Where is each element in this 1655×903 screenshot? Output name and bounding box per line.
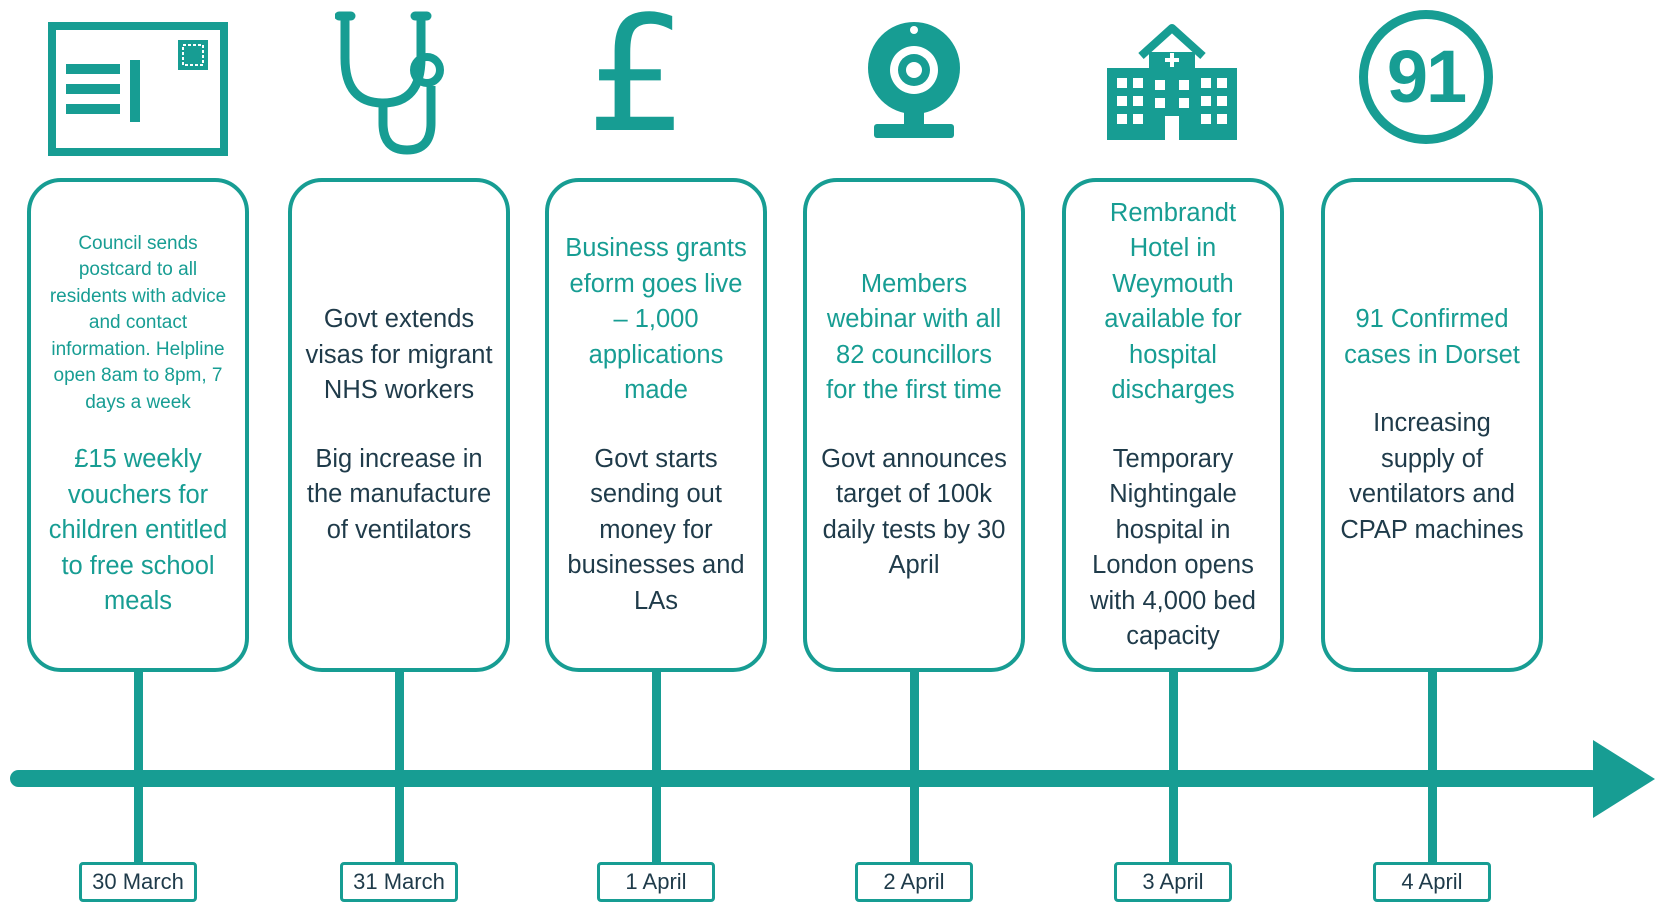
event-card-1-april: Business grants eform goes live – 1,000 … — [545, 178, 767, 672]
event-secondary-text: £15 weekly vouchers for children entitle… — [48, 445, 228, 615]
event-secondary-text: Govt starts sending out money for busine… — [567, 444, 745, 615]
event-card-31-march: Govt extends visas for migrant NHS worke… — [288, 178, 510, 672]
event-secondary-text: Big increase in the manufacture of venti… — [306, 444, 492, 544]
event-primary-text: Council sends postcard to all residents … — [49, 232, 227, 413]
event-primary-text: Business grants eform goes live – 1,000 … — [565, 234, 747, 404]
event-card-3-april: Rembrandt Hotel in Weymouth available fo… — [1062, 178, 1284, 672]
event-primary-text: Members webinar with all 82 councillors … — [826, 269, 1002, 405]
number-91-badge-icon: 91 — [1359, 10, 1493, 144]
postcard-icon — [48, 22, 228, 156]
event-secondary-text: Increasing supply of ventilators and CPA… — [1340, 409, 1524, 544]
event-primary-text: 91 Confirmed cases in Dorset — [1344, 305, 1520, 369]
date-label: 31 March — [340, 862, 458, 902]
event-secondary-text: Govt announces target of 100k daily test… — [821, 444, 1007, 580]
stethoscope-icon — [335, 11, 444, 155]
event-primary-text: Rembrandt Hotel in Weymouth available fo… — [1104, 198, 1242, 405]
timeline-axis — [10, 770, 1600, 787]
timeline-stem — [910, 672, 919, 862]
event-card-30-march: Council sends postcard to all residents … — [27, 178, 249, 672]
hospital-icon — [1107, 24, 1237, 140]
event-primary-text: Govt extends visas for migrant NHS worke… — [305, 305, 493, 404]
event-card-4-april: 91 Confirmed cases in Dorset Increasing … — [1321, 178, 1543, 672]
timeline-stem — [134, 672, 143, 862]
date-label: 30 March — [79, 862, 197, 902]
event-secondary-text: Temporary Nightingale hospital in London… — [1090, 444, 1256, 651]
date-label: 4 April — [1373, 862, 1491, 902]
timeline-arrow-head — [1593, 740, 1655, 818]
pound-sign-icon: £ — [586, 0, 688, 168]
date-label: 1 April — [597, 862, 715, 902]
timeline-stem — [395, 672, 404, 862]
date-label: 2 April — [855, 862, 973, 902]
event-card-2-april: Members webinar with all 82 councillors … — [803, 178, 1025, 672]
timeline-stem — [1428, 672, 1437, 862]
webcam-icon — [868, 22, 960, 138]
date-label: 3 April — [1114, 862, 1232, 902]
badge-91-text: 91 — [1386, 35, 1467, 118]
timeline-stem — [1169, 672, 1178, 862]
timeline-stem — [652, 672, 661, 862]
